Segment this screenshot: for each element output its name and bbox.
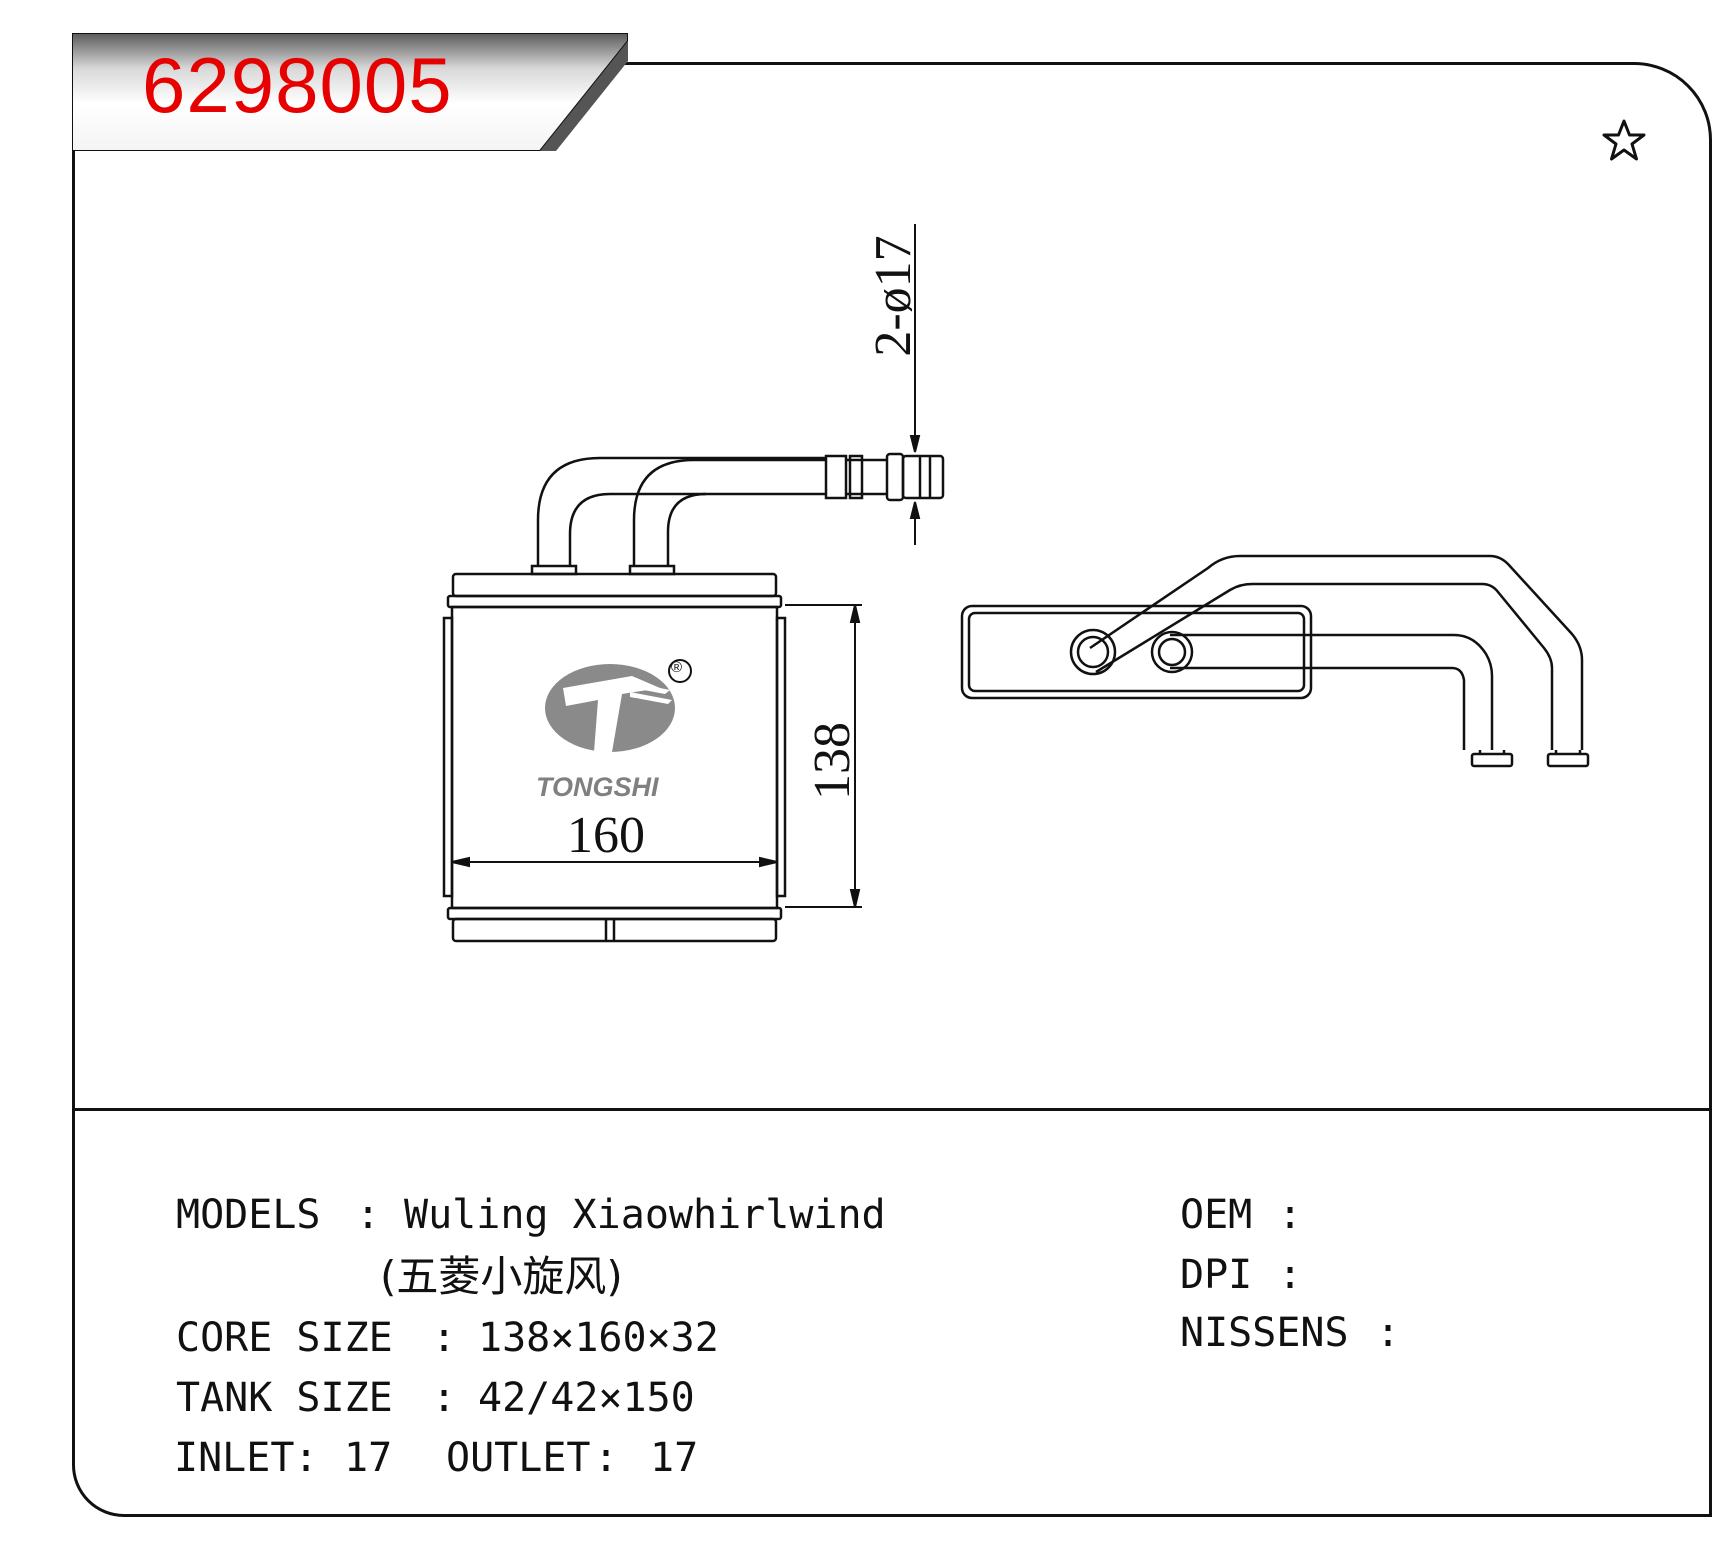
nissens-sep: : bbox=[1376, 1310, 1401, 1356]
star-icon bbox=[1602, 119, 1646, 161]
tank-size-label: TANK SIZE bbox=[176, 1375, 393, 1421]
inlet-value: 17 bbox=[344, 1435, 393, 1481]
inlet-sep: : bbox=[294, 1435, 319, 1481]
oem-label: OEM bbox=[1180, 1192, 1253, 1238]
part-number: 6298005 bbox=[142, 41, 453, 129]
core-size-sep: : bbox=[432, 1315, 457, 1361]
registered-mark: ® bbox=[671, 659, 683, 676]
dpi-label: DPI bbox=[1180, 1252, 1253, 1298]
width-dimension bbox=[451, 856, 778, 868]
models-value: Wuling Xiaowhirlwind bbox=[404, 1192, 886, 1238]
tank-size-sep: : bbox=[432, 1375, 457, 1421]
width-dim-label: 160 bbox=[567, 807, 645, 864]
section-divider bbox=[72, 1108, 1712, 1111]
front-view bbox=[442, 452, 945, 943]
part-number-tab bbox=[72, 33, 628, 151]
models-label: MODELS bbox=[176, 1192, 321, 1238]
core-size-label: CORE SIZE bbox=[176, 1315, 393, 1361]
models-value-chinese: (五菱小旋风) bbox=[380, 1252, 623, 1301]
models-sep: : bbox=[356, 1192, 381, 1238]
oem-sep: : bbox=[1278, 1192, 1303, 1238]
height-dim-label: 138 bbox=[804, 722, 861, 800]
outlet-sep: : bbox=[594, 1435, 619, 1481]
tongshi-logo bbox=[545, 659, 692, 752]
side-view bbox=[960, 554, 1590, 768]
spec-card bbox=[72, 62, 1712, 1517]
brand-name: TONGSHI bbox=[536, 772, 659, 802]
outlet-value: 17 bbox=[650, 1435, 699, 1481]
core-size-value: 138×160×32 bbox=[478, 1315, 719, 1361]
pipe-callout-label: 2-ø17 bbox=[865, 235, 922, 357]
height-dimension bbox=[785, 604, 862, 908]
inlet-label: INLET bbox=[174, 1435, 295, 1481]
tank-size-value: 42/42×150 bbox=[478, 1375, 695, 1421]
pipe-diameter-dimension bbox=[909, 224, 921, 545]
dpi-sep: : bbox=[1278, 1252, 1303, 1298]
outlet-label: OUTLET bbox=[446, 1435, 591, 1481]
nissens-label: NISSENS bbox=[1180, 1310, 1349, 1356]
